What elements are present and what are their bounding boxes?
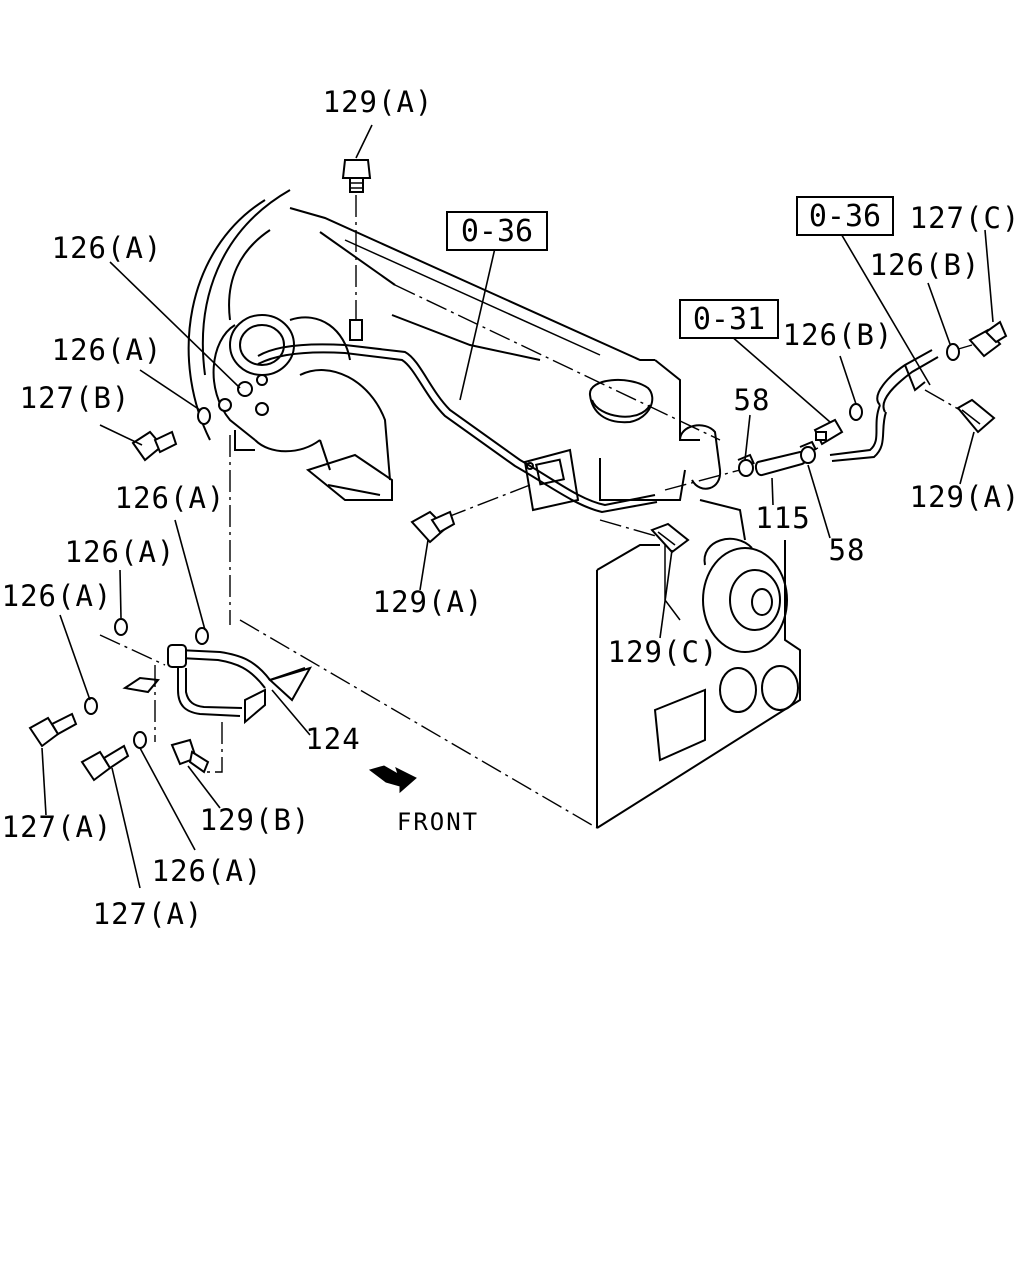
label-clip-58-upper: 58 bbox=[734, 383, 771, 417]
ref-box-center: 0-36 bbox=[446, 211, 548, 251]
washer-left bbox=[197, 407, 211, 425]
label-hose-115: 115 bbox=[755, 501, 810, 535]
bolt-top-engine-end bbox=[349, 319, 363, 341]
lower-pipe-assembly bbox=[122, 644, 313, 725]
label-washer-upper-left: 126(A) bbox=[52, 231, 163, 265]
bolt-129b bbox=[170, 738, 210, 774]
connector-right bbox=[813, 418, 844, 446]
front-label: FRONT bbox=[397, 808, 479, 836]
oil-feed-pipe bbox=[257, 343, 658, 514]
banjo-fitting-left bbox=[218, 374, 269, 416]
ref-box-mid-right: 0-31 bbox=[679, 299, 779, 339]
bolt-127a-2 bbox=[80, 744, 130, 782]
bolt-left-127b bbox=[131, 430, 178, 462]
callout-labels: 129(A) 126(A) 126(A) 127(B) 126(A) 126(A… bbox=[2, 85, 1021, 931]
hose-115 bbox=[754, 450, 807, 476]
washer-front-1 bbox=[195, 627, 209, 645]
label-washer-front-2: 126(A) bbox=[65, 535, 176, 569]
ref-box-right: 0-36 bbox=[796, 196, 894, 236]
ref-label-right: 0-36 bbox=[809, 199, 881, 234]
label-bolt-left-b: 127(B) bbox=[20, 381, 131, 415]
bolt-center-129a bbox=[410, 510, 456, 544]
hose-clip-58-upper bbox=[737, 453, 755, 477]
label-bolt-front-a1: 127(A) bbox=[2, 810, 113, 844]
label-top-bolt: 129(A) bbox=[323, 85, 434, 119]
ref-label-mid-right: 0-31 bbox=[693, 302, 765, 337]
label-washer-front-1: 126(A) bbox=[115, 481, 226, 515]
label-washer-mid-left: 126(A) bbox=[52, 333, 163, 367]
label-washer-front-3: 126(A) bbox=[2, 579, 113, 613]
washer-front-bottom bbox=[133, 731, 147, 749]
washer-right-b2 bbox=[946, 343, 960, 361]
label-bolt-center-c: 129(C) bbox=[608, 635, 719, 669]
bolt-right-127c bbox=[968, 320, 1008, 358]
front-indicator: FRONT bbox=[368, 765, 479, 836]
label-pipe-124: 124 bbox=[305, 722, 360, 756]
oil-return-pipe bbox=[829, 349, 939, 462]
bolt-top bbox=[341, 159, 372, 193]
hose-clip-58-lower bbox=[799, 440, 817, 464]
label-bolt-right-a: 129(A) bbox=[910, 480, 1021, 514]
ref-label-center: 0-36 bbox=[461, 214, 533, 249]
front-arrow-icon bbox=[368, 765, 417, 794]
label-clip-58-lower: 58 bbox=[829, 533, 866, 567]
bolt-center-129c bbox=[650, 522, 690, 554]
washer-front-3 bbox=[84, 697, 98, 715]
flange-plate bbox=[523, 448, 580, 512]
leader-lines bbox=[41, 124, 994, 889]
label-bolt-right-c: 127(C) bbox=[910, 201, 1021, 235]
label-washer-right-b1: 126(B) bbox=[783, 318, 894, 352]
turbocharger bbox=[212, 314, 393, 501]
washer-front-2 bbox=[114, 618, 128, 636]
bolt-right-129a bbox=[956, 398, 996, 434]
label-washer-front-bottom: 126(A) bbox=[152, 854, 263, 888]
engine-block bbox=[187, 189, 801, 829]
label-bolt-center: 129(A) bbox=[373, 585, 484, 619]
label-bolt-front-a2: 127(A) bbox=[93, 897, 204, 931]
assembly-guides bbox=[99, 195, 973, 773]
label-bolt-front-b: 129(B) bbox=[200, 803, 311, 837]
label-washer-right-b2: 126(B) bbox=[870, 248, 981, 282]
bolt-127a-1 bbox=[28, 712, 78, 748]
washer-right-b1 bbox=[849, 403, 863, 421]
